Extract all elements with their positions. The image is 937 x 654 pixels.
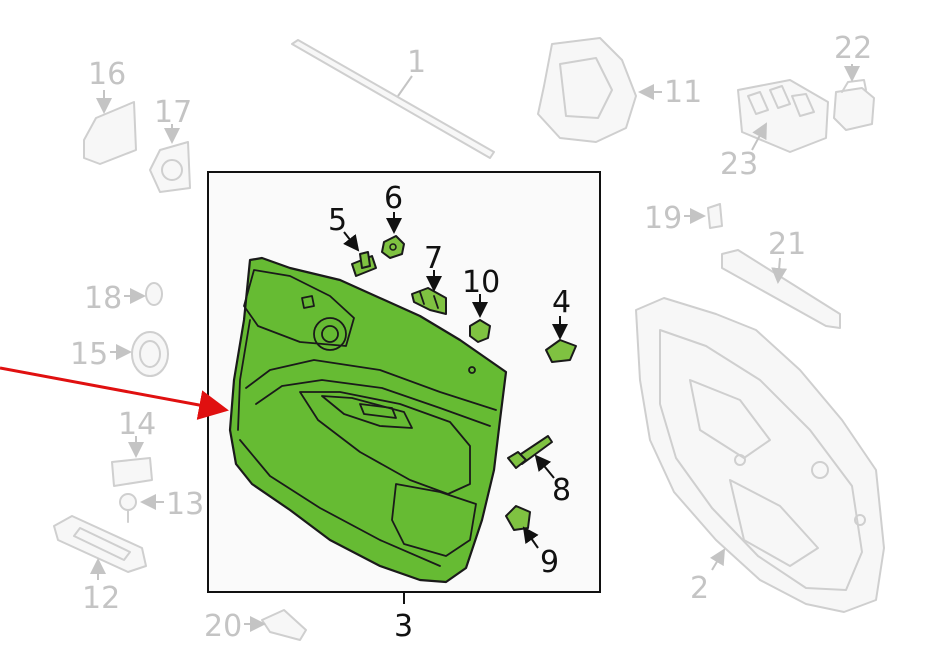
part-3-door-trim-panel[interactable] [228, 256, 508, 584]
part-15-speaker-ring[interactable]: 15 [70, 331, 169, 377]
label-5: 5 [328, 203, 347, 238]
part-14-clip[interactable]: 14 [111, 407, 156, 487]
part-12-handle-trim[interactable]: 12 [53, 515, 147, 616]
part-18-grommet[interactable]: 18 [84, 281, 163, 316]
part-22-switch[interactable]: 22 [833, 31, 875, 131]
label-11: 11 [664, 75, 702, 110]
part-3-label-group: 3 [394, 592, 413, 644]
label-18: 18 [84, 281, 122, 316]
label-1: 1 [407, 45, 426, 80]
label-17: 17 [154, 95, 192, 130]
part-17-tweeter-cover[interactable]: 17 [149, 95, 192, 193]
part-6-nut[interactable]: 6 [381, 181, 405, 259]
label-16: 16 [88, 57, 126, 92]
label-14: 14 [118, 407, 156, 442]
part-16-mirror-cover[interactable]: 16 [83, 57, 137, 165]
label-20: 20 [204, 609, 242, 644]
label-21: 21 [768, 227, 806, 262]
label-9: 9 [540, 545, 559, 580]
label-22: 22 [834, 31, 872, 66]
part-20-bracket[interactable]: 20 [204, 609, 307, 644]
label-13: 13 [166, 487, 204, 522]
part-7-clip[interactable]: 7 [411, 241, 447, 315]
part-1-belt-molding[interactable]: 1 [291, 39, 495, 159]
red-callout-arrow [0, 366, 229, 420]
part-19-clip[interactable]: 19 [644, 201, 723, 236]
label-3: 3 [394, 609, 413, 644]
label-6: 6 [384, 181, 403, 216]
part-2-door-carrier[interactable]: 2 [635, 297, 885, 613]
part-13-screw[interactable]: 13 [119, 487, 204, 523]
label-15: 15 [70, 337, 108, 372]
label-10: 10 [462, 265, 500, 300]
part-4-bracket-clip[interactable]: 4 [545, 285, 577, 363]
part-21-weatherstrip[interactable]: 21 [721, 227, 841, 329]
part-5-stud[interactable]: 5 [328, 203, 377, 277]
label-4: 4 [552, 285, 571, 320]
part-9-nut-clip[interactable]: 9 [505, 505, 559, 580]
label-23: 23 [720, 147, 758, 182]
part-23-window-switch[interactable]: 23 [720, 79, 829, 182]
label-7: 7 [424, 241, 443, 276]
label-2: 2 [690, 571, 709, 606]
part-11-bracket[interactable]: 11 [537, 37, 702, 143]
part-10-grommet[interactable]: 10 [462, 265, 500, 343]
part-8-bolt[interactable]: 8 [507, 435, 571, 508]
label-12: 12 [82, 581, 120, 616]
label-19: 19 [644, 201, 682, 236]
label-8: 8 [552, 473, 571, 508]
